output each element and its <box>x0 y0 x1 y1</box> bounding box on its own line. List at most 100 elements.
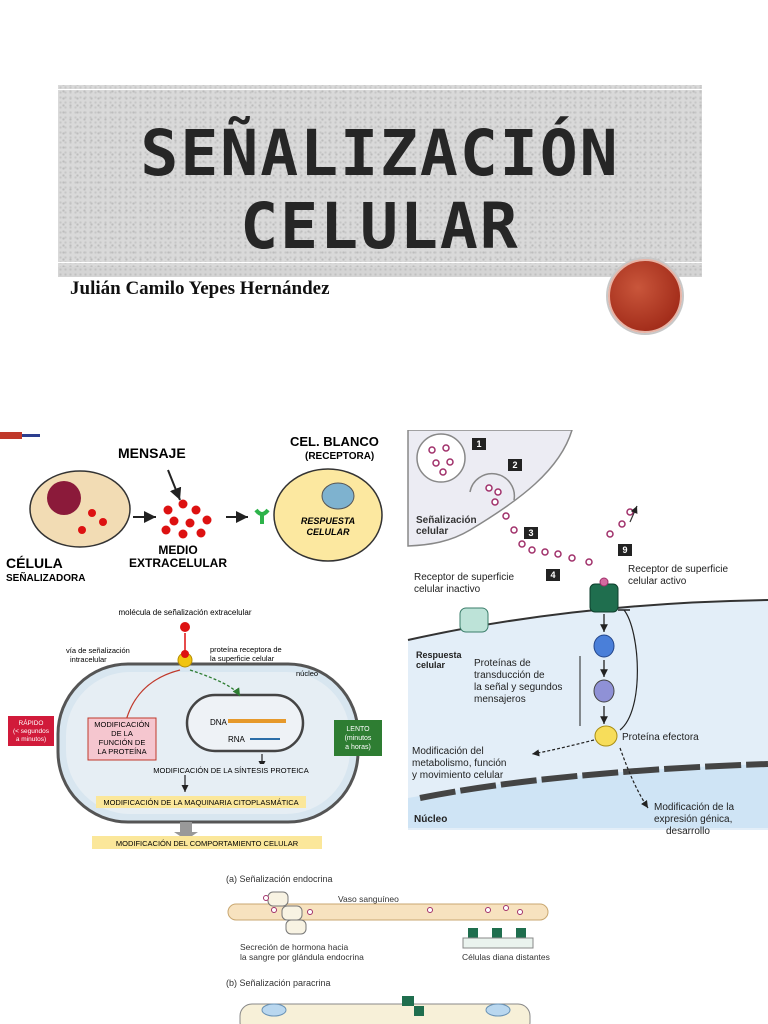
nucleus-region <box>408 764 768 828</box>
decorative-circle <box>608 259 682 333</box>
signaling-types-diagram: (a) Señalización endocrina Vaso sanguíne… <box>226 874 550 1024</box>
effector-protein <box>594 725 618 747</box>
label-modif-expr-3: desarrollo <box>666 826 710 837</box>
badge-lento <box>334 720 382 756</box>
label-proteinas-4: mensajeros <box>474 694 526 705</box>
label-senalizadora: SEÑALIZADORA <box>6 571 85 584</box>
nuclear-envelope <box>419 761 768 801</box>
cell-signaling-figures: MENSAJE CEL. BLANCO (RECEPTORA) RESPUEST… <box>0 430 768 1024</box>
box-modif-comportamiento <box>92 836 322 849</box>
second-messenger-2 <box>593 679 615 703</box>
label-proteina-efectora: Proteína efectora <box>622 732 699 743</box>
label-celula: CÉLULA <box>6 555 63 571</box>
label-mensaje: MENSAJE <box>118 445 186 461</box>
label-secrecion-2: la sangre por glándula endocrina <box>240 952 364 962</box>
badge-3: 3 <box>528 528 533 538</box>
title-band: SEÑALIZACIÓN CELULAR <box>58 85 702 267</box>
box-modif-sintesis <box>146 764 316 775</box>
arrow-mensaje <box>167 469 182 501</box>
label-respuesta-2: CELULAR <box>307 527 350 537</box>
label-modif-funcion-3: FUNCIÓN DE <box>99 738 146 747</box>
paracrine-nucleus-2 <box>485 1003 511 1017</box>
label-modif-expr-1: Modificación de la <box>654 802 734 813</box>
label-rapido-3: a minutos) <box>16 736 46 743</box>
label-receptor-inactivo-1: Receptor de superficie <box>414 572 514 583</box>
pathway-diagram: molécula de señalización extracelular ví… <box>8 608 382 849</box>
extracellular-molecules <box>161 499 212 539</box>
badge-4: 4 <box>550 570 555 580</box>
secretory-vesicle <box>416 433 466 483</box>
slow-path-arrow <box>189 669 241 697</box>
label-receptor-activo-1: Receptor de superficie <box>628 564 728 575</box>
second-messenger-1 <box>593 634 615 658</box>
inactive-receptor <box>459 607 489 633</box>
badge-rapido <box>8 716 54 746</box>
arrow-7b <box>619 747 649 809</box>
bound-signal <box>599 577 609 587</box>
bound-ligand <box>181 650 189 658</box>
label-molecula: molécula de señalización extracelular <box>119 608 252 617</box>
arrow-9 <box>629 505 638 523</box>
target-membrane <box>407 599 768 641</box>
label-proteinas-2: transducción de <box>474 670 545 681</box>
hormone-molecules <box>263 895 523 915</box>
corner-mark-red <box>0 432 22 439</box>
arrow-shaft-grey <box>180 822 192 832</box>
vesicle-dot <box>88 509 96 517</box>
label-lento-3: a horas) <box>345 744 371 751</box>
arrow-7a <box>531 739 595 757</box>
label-modif-funcion-1: MODIFICACIÓN <box>94 720 149 729</box>
label-modif-maquinaria: MODIFICACIÓN DE LA MAQUINARIA CITOPLASMÁ… <box>103 798 298 807</box>
label-modif-funcion-2: DE LA <box>111 729 133 738</box>
paracrine-nucleus-1 <box>261 1003 287 1017</box>
label-respuesta-1: Respuesta <box>416 650 463 660</box>
label-modif-funcion-4: LA PROTEÍNA <box>97 747 146 756</box>
label-endocrina: (a) Señalización endocrina <box>226 874 333 884</box>
label-paracrina: (b) Señalización paracrina <box>226 978 331 988</box>
exocytosis-pit <box>469 472 516 501</box>
title-band-bottom-line <box>58 262 702 263</box>
active-receptor <box>589 583 619 613</box>
label-receptor-activo-2: celular activo <box>628 576 687 587</box>
label-dianas: Células diana distantes <box>462 952 550 962</box>
label-respuesta-1: RESPUESTA <box>301 516 355 526</box>
feedback-arrow-8 <box>619 609 638 731</box>
corner-mark-blue <box>22 434 40 437</box>
vesicle-molecules <box>428 444 454 476</box>
vesicle-dot <box>99 518 107 526</box>
signaling-cell-nucleus <box>47 481 81 515</box>
target-cell <box>273 468 383 562</box>
badge-9: 9 <box>622 545 627 555</box>
vesicle-dot <box>78 526 86 534</box>
label-lento-2: (minutos <box>345 735 372 742</box>
label-vaso: Vaso sanguíneo <box>338 894 399 904</box>
label-senalizacion-1: Señalización <box>416 515 477 526</box>
label-via-1: vía de señalización <box>66 646 130 655</box>
label-proteina-receptora-2: la superficie celular <box>210 654 275 663</box>
paracrine-receptor <box>402 996 414 1006</box>
label-proteina-receptora-1: proteína receptora de <box>210 645 282 654</box>
target-cells-distant <box>462 928 534 949</box>
slide-author: Julián Camilo Yepes Hernández <box>70 278 330 299</box>
label-via-2: intracelular <box>70 655 107 664</box>
label-modif-comportamiento: MODIFICACIÓN DEL COMPORTAMIENTO CELULAR <box>116 839 299 848</box>
box-modif-funcion <box>87 717 157 761</box>
paracrine-receptor-2 <box>414 1006 424 1016</box>
label-rapido-1: RÁPIDO <box>19 718 44 727</box>
target-cell-nucleus <box>321 482 355 510</box>
released-molecules <box>485 484 634 566</box>
receptor-icon <box>254 508 270 524</box>
title-band-top-line <box>58 89 702 90</box>
label-receptor-inactivo-2: celular inactivo <box>414 584 481 595</box>
label-rapido-2: (< segundos <box>13 728 50 735</box>
slide-title: SEÑALIZACIÓN CELULAR <box>140 117 620 263</box>
dna-strand <box>228 719 286 723</box>
signaling-cell <box>29 470 131 548</box>
label-proteinas-1: Proteínas de <box>474 658 531 669</box>
label-cel-blanco: CEL. BLANCO <box>290 434 379 449</box>
label-secrecion-1: Secreción de hormona hacia <box>240 942 348 952</box>
overview-diagram: MENSAJE CEL. BLANCO (RECEPTORA) RESPUEST… <box>0 432 383 584</box>
badge-1: 1 <box>476 439 481 449</box>
label-medio-1: MEDIO <box>158 543 197 557</box>
steps-diagram: Señalización celular 1 2 3 4 5 6 7a 7b 8… <box>407 430 768 837</box>
